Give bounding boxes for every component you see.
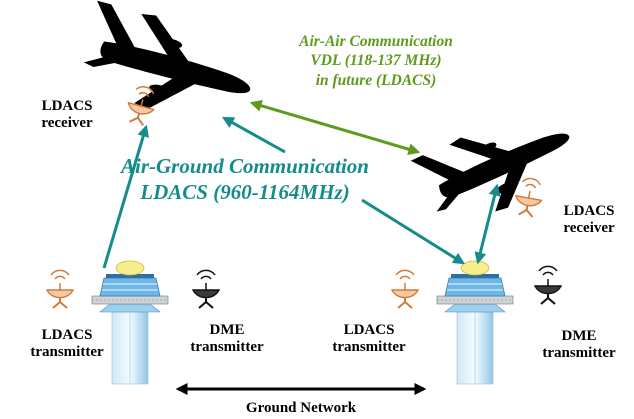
air-ground-arrow-tower-right: [361, 198, 466, 265]
air-air-communication-label: Air-Air Communication VDL (118-137 MHz) …: [270, 32, 482, 90]
tx-right-ldacs-line1: LDACS: [343, 322, 395, 338]
ground-network-label: Ground Network: [245, 400, 357, 416]
air-air-line2: VDL (118-137 MHz): [310, 52, 442, 70]
receiver-left-line1: LDACS: [41, 98, 93, 114]
tx-left-ldacs-line2: transmitter: [30, 343, 104, 360]
ldacs-receiver-right-label: LDACS receiver: [552, 203, 626, 237]
ldacs-transmitter-left-dish-icon: [46, 269, 74, 309]
receiver-right-line2: receiver: [563, 219, 615, 236]
ldacs-receiver-left-label: LDACS receiver: [30, 98, 104, 132]
receiver-left-line2: receiver: [41, 114, 93, 131]
air-ground-line2: LDACS (960-1164MHz): [140, 179, 350, 204]
air-ground-arrow-vertical-right: [474, 183, 501, 265]
dme-transmitter-right-label: DME transmitter: [532, 328, 626, 362]
tx-right-dme-line1: DME: [561, 328, 597, 344]
tx-left-ldacs-line1: LDACS: [41, 327, 93, 343]
air-air-line1: Air-Air Communication: [299, 33, 453, 50]
receiver-right-line1: LDACS: [563, 203, 615, 219]
tx-left-dme-line2: transmitter: [190, 338, 264, 355]
air-ground-arrow-upper: [221, 116, 286, 154]
ldacs-transmitter-left-label: LDACS transmitter: [20, 327, 114, 361]
air-air-arrow: [249, 99, 421, 156]
control-tower-right-icon: [436, 260, 514, 385]
tx-right-dme-line2: transmitter: [542, 344, 616, 361]
dme-transmitter-left-label: DME transmitter: [180, 322, 274, 356]
ldacs-transmitter-right-label: LDACS transmitter: [322, 322, 416, 356]
ldacs-transmitter-right-dish-icon: [391, 269, 419, 309]
tx-right-ldacs-line2: transmitter: [332, 338, 406, 355]
air-ground-communication-label: Air-Ground Communication LDACS (960-1164…: [95, 154, 395, 205]
air-air-line3: in future (LDACS): [315, 71, 437, 89]
control-tower-left-icon: [91, 260, 169, 385]
dme-transmitter-right-dish-icon: [534, 265, 562, 305]
air-ground-arrow-tower-left: [102, 124, 150, 269]
air-ground-line1: Air-Ground Communication: [121, 154, 369, 178]
tx-left-dme-line1: DME: [209, 322, 245, 338]
dme-transmitter-left-dish-icon: [192, 269, 220, 309]
